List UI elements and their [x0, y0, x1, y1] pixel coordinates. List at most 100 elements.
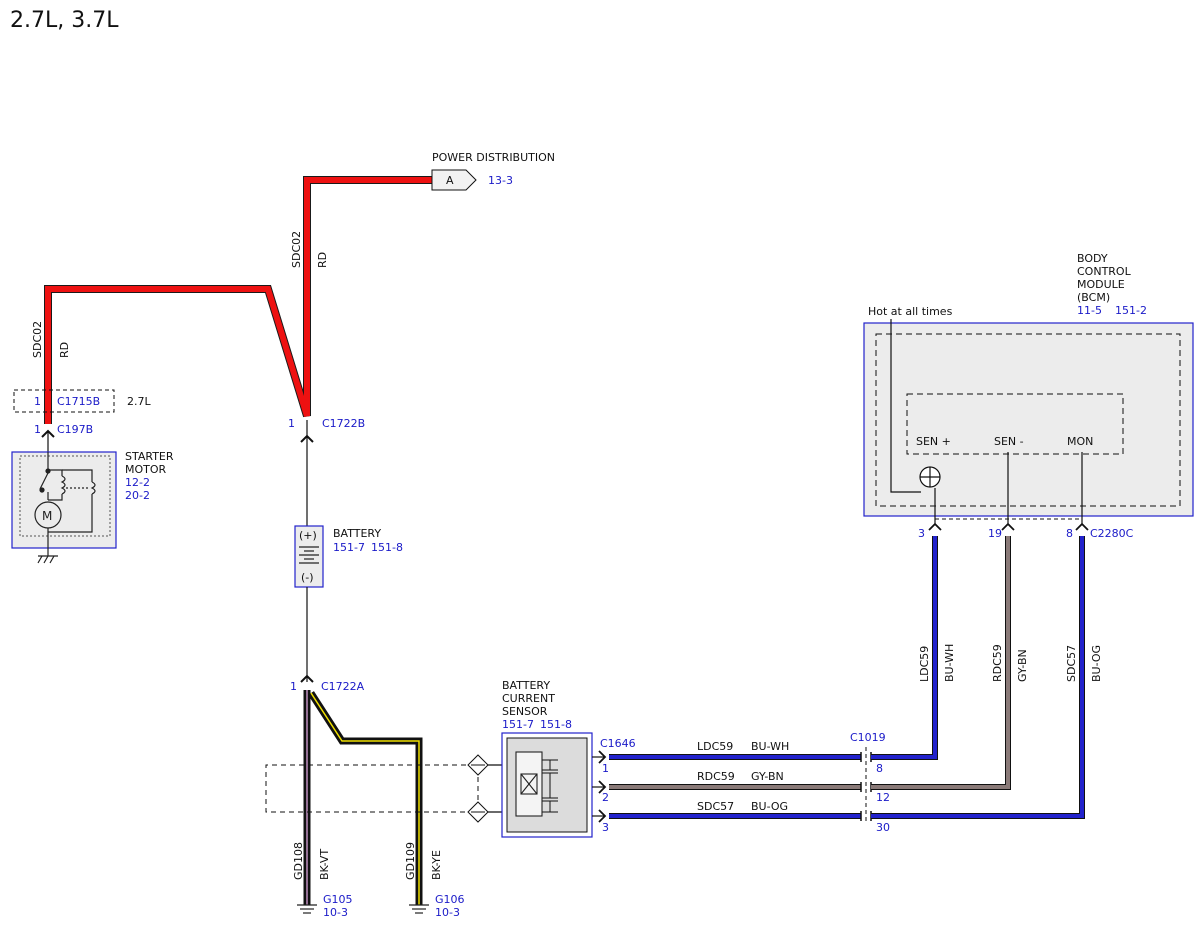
c2280c-terminal-icon-3: [928, 522, 942, 531]
wire-gd109[interactable]: [308, 691, 423, 905]
wire-rdc59-color: GY-BN: [751, 770, 784, 783]
wire-sdc02-circuit-label: SDC02: [31, 321, 44, 358]
c2280c-pin-8: 8: [1066, 527, 1073, 540]
battery-cells-icon: [299, 546, 319, 564]
c1019-pin-30: 30: [876, 821, 890, 834]
c1646-terminal-icon-2: [598, 780, 607, 794]
bcm-ref-1[interactable]: 11-5: [1077, 304, 1102, 317]
c2280c-pin-19: 19: [988, 527, 1002, 540]
bcm-name-2: CONTROL: [1077, 265, 1132, 278]
ground-g105-ref[interactable]: 10-3: [323, 906, 348, 919]
starter-motor-ref-1[interactable]: 12-2: [125, 476, 150, 489]
battery-name: BATTERY: [333, 527, 381, 540]
c1715b-name[interactable]: C1715B: [57, 395, 100, 408]
c1715b-pin: 1: [34, 395, 41, 408]
starter-motor-name-2: MOTOR: [125, 463, 167, 476]
ground-splice-box: [265, 764, 479, 813]
c197b-name[interactable]: C197B: [57, 423, 93, 436]
bcm-pin-sen-minus: SEN -: [994, 435, 1024, 448]
ground-g106-icon: [409, 904, 429, 914]
splice-diamond-lower-icon: [467, 801, 489, 823]
c1722b-pin: 1: [288, 417, 295, 430]
wire-gd109-color: BK-YE: [430, 850, 443, 880]
bcm-ref-2[interactable]: 151-2: [1115, 304, 1147, 317]
bcm-pin-mon: MON: [1067, 435, 1093, 448]
ground-g106-ref[interactable]: 10-3: [435, 906, 460, 919]
c2280c-terminal-icon-8: [1075, 522, 1089, 531]
starter-motor-name-1: STARTER: [125, 450, 174, 463]
c2280c-terminal-icon-19: [1001, 522, 1015, 531]
wire-rdc59-vertical[interactable]: [871, 536, 1011, 790]
c1715b-dashed-box: [13, 389, 115, 413]
power-distribution-ref[interactable]: 13-3: [488, 174, 513, 187]
battery-ref-1[interactable]: 151-7: [333, 541, 365, 554]
bcs-name-3: SENSOR: [502, 705, 548, 718]
wire-sdc57-color-vertical: BU-OG: [1090, 645, 1103, 682]
power-distribution-label: POWER DISTRIBUTION: [432, 151, 555, 164]
wire-sdc57-color: BU-OG: [751, 800, 788, 813]
bcm-internal-wiring: [890, 319, 1083, 524]
c1722b-name[interactable]: C1722B: [322, 417, 365, 430]
bcm-hot-note: Hot at all times: [868, 305, 953, 318]
bcm-module[interactable]: [863, 322, 1194, 517]
c1722a-pin: 1: [290, 680, 297, 693]
motor-solenoid-icon: M: [34, 452, 96, 556]
c1722a-name[interactable]: C1722A: [321, 680, 365, 693]
c1646-terminal-icon-3: [598, 809, 607, 823]
power-distribution-connector[interactable]: [431, 169, 477, 191]
wire-rdc59-color-vertical: GY-BN: [1016, 649, 1029, 682]
c1646-pin-1: 1: [602, 762, 609, 775]
wire-rdc59-circuit-vertical: RDC59: [991, 644, 1004, 682]
bcm-pin-sen-plus: SEN +: [916, 435, 951, 448]
c1019-name[interactable]: C1019: [850, 731, 886, 744]
battery-ref-2[interactable]: 151-8: [371, 541, 403, 554]
wire-gd108-circuit: GD108: [292, 842, 305, 880]
c1646-pin-2: 2: [602, 791, 609, 804]
ground-g105-name[interactable]: G105: [323, 893, 353, 906]
power-distribution-pin: A: [446, 174, 454, 187]
bcs-name-2: CURRENT: [502, 692, 555, 705]
wire-sdc57-circuit: SDC57: [697, 800, 734, 813]
bcm-name-3: MODULE: [1077, 278, 1125, 291]
c1646-name[interactable]: C1646: [600, 737, 636, 750]
wire-sdc57-circuit-vertical: SDC57: [1065, 645, 1078, 682]
bcm-name-1: BODY: [1077, 252, 1108, 265]
wire-rdc59-circuit: RDC59: [697, 770, 735, 783]
starter-ground-icon: [37, 555, 58, 564]
wire-sdc02-red[interactable]: [44, 176, 432, 424]
wire-ldc59-color-vertical: BU-WH: [943, 644, 956, 682]
wire-sdc02-color-label: RD: [58, 342, 71, 358]
bcs-ref-1[interactable]: 151-7: [502, 718, 534, 731]
wire-ldc59-color: BU-WH: [751, 740, 789, 753]
c1019-pin-12: 12: [876, 791, 890, 804]
ground-g105-icon: [297, 904, 317, 914]
wire-ldc59-circuit-vertical: LDC59: [918, 646, 931, 682]
c197b-pin: 1: [34, 423, 41, 436]
bcm-name-4: (BCM): [1077, 291, 1110, 304]
starter-motor-component[interactable]: [11, 451, 117, 549]
ground-g106-name[interactable]: G106: [435, 893, 465, 906]
wire-ldc59-circuit: LDC59: [697, 740, 733, 753]
bcs-ref-2[interactable]: 151-8: [540, 718, 572, 731]
c1019-pin-8: 8: [876, 762, 883, 775]
c2280c-name[interactable]: C2280C: [1090, 527, 1134, 540]
battery-plus: (+): [299, 529, 317, 542]
page-title: 2.7L, 3.7L: [10, 8, 119, 33]
wire-sdc57-vertical[interactable]: [871, 536, 1085, 819]
c1646-terminal-icon-1: [598, 750, 607, 764]
starter-motor-ref-2[interactable]: 20-2: [125, 489, 150, 502]
splice-diamond-upper-icon: [467, 754, 489, 776]
current-sensor-icon: [515, 751, 558, 817]
c1646-pin-3: 3: [602, 821, 609, 834]
wire-sdc02-color-label-2: RD: [316, 252, 329, 268]
wire-sdc02-circuit-label-2: SDC02: [290, 231, 303, 268]
wire-ldc59-vertical[interactable]: [871, 536, 938, 760]
battery-minus: (-): [301, 571, 314, 584]
current-source-icon: [919, 466, 941, 488]
wire-gd109-circuit: GD109: [404, 842, 417, 880]
wire-gd108-color: BK-VT: [318, 849, 331, 880]
c1722a-terminal-icon: [300, 674, 314, 683]
bcs-name-1: BATTERY: [502, 679, 550, 692]
battery-component[interactable]: [294, 525, 324, 588]
